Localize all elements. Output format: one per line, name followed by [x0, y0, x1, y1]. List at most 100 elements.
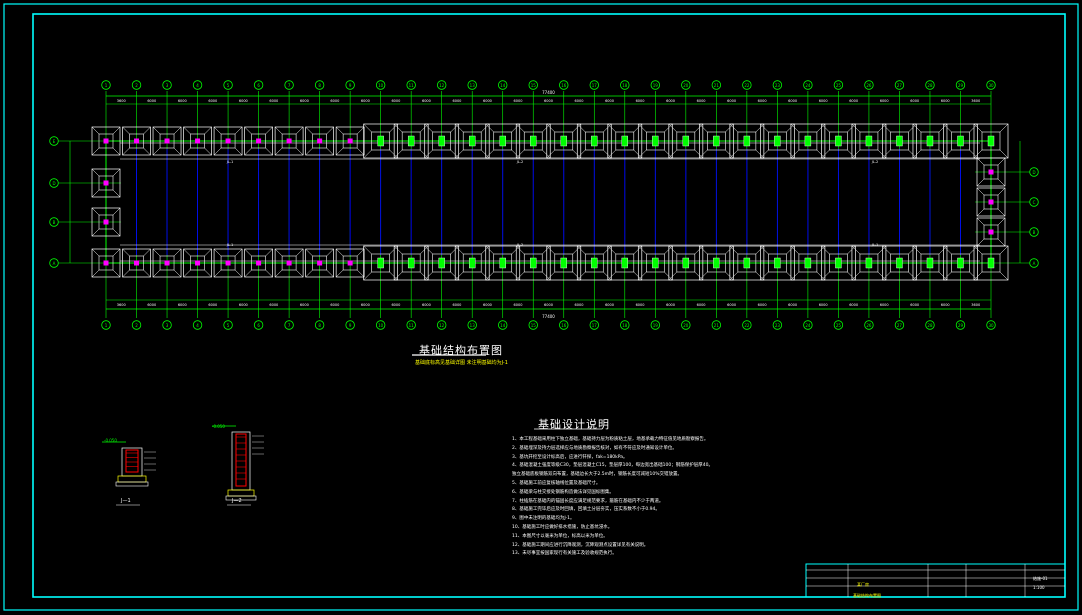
axis-bubble-top	[894, 80, 905, 90]
footing-slope	[516, 123, 525, 133]
axis-label-top: 29	[958, 83, 964, 88]
footing-slope	[265, 147, 273, 156]
footing-slope	[877, 245, 887, 255]
footing-slope	[882, 123, 891, 133]
footing-slope	[976, 217, 985, 226]
footing-slope	[938, 123, 948, 133]
footing-outline	[393, 123, 429, 159]
column-section	[743, 135, 751, 147]
footing-slope	[393, 271, 403, 281]
footing-slope	[389, 271, 398, 281]
footing-slope	[204, 269, 212, 278]
footing-pedestal	[159, 255, 175, 271]
footing-pedestal	[584, 253, 604, 273]
footing-outline	[821, 123, 856, 159]
rebar-cage	[125, 449, 139, 473]
axis-bubble-bottom	[833, 320, 844, 330]
bay-label-top: 6000	[849, 99, 858, 103]
axis-bubble-bottom	[589, 320, 599, 330]
column-section	[621, 135, 628, 147]
footing-slope	[511, 271, 520, 281]
footing-slope	[485, 123, 494, 133]
footing-pedestal	[98, 255, 114, 271]
footing-pedestal	[798, 131, 818, 151]
axis-label-top: 28	[927, 83, 933, 88]
footing-slope	[976, 178, 985, 187]
footing-slope	[760, 271, 769, 281]
axis-label-top: 12	[439, 83, 445, 88]
footing-outline	[637, 245, 673, 281]
bay-label-top: 6000	[391, 99, 400, 103]
footing-outline	[851, 245, 887, 281]
footing-slope	[122, 248, 130, 257]
column-section	[591, 135, 598, 147]
footing-slope	[204, 126, 212, 135]
axis-bubble-bottom	[803, 320, 813, 330]
footing-slope	[265, 269, 273, 278]
axis-label-bottom: 3	[166, 323, 169, 328]
footing-slope	[847, 149, 856, 159]
axis-label-top: 17	[592, 83, 598, 88]
bay-label-top: 6000	[819, 99, 828, 103]
axis-bubble-top	[345, 80, 355, 90]
footing-pedestal	[554, 131, 574, 151]
footing-outline	[393, 245, 429, 281]
column-section	[530, 257, 537, 269]
footing-outline	[424, 245, 460, 281]
bay-label-top: 6000	[178, 99, 187, 103]
footing-slope	[577, 149, 586, 159]
column-section	[438, 257, 445, 269]
bay-label-top: 3600	[971, 99, 980, 103]
footing-slope	[638, 149, 647, 159]
axis-label-top: 26	[866, 83, 872, 88]
column-section-small	[164, 260, 170, 266]
footing-slope	[976, 208, 985, 217]
footing-slope	[363, 245, 372, 255]
column-section	[591, 257, 598, 269]
footing-outline	[274, 126, 304, 156]
bay-label-bottom: 6000	[941, 303, 950, 307]
bay-label-bottom: 6000	[208, 303, 217, 307]
footing-slope	[943, 149, 952, 159]
axis-label-bottom: 20	[683, 323, 689, 328]
axis-label-bottom: 27	[897, 323, 903, 328]
footing-slope	[393, 123, 403, 133]
axis-label-top: 10	[378, 83, 384, 88]
footing-slope	[997, 187, 1006, 196]
axis-label-bottom: 28	[927, 323, 933, 328]
footing-slope	[976, 157, 985, 166]
footing-base	[117, 475, 147, 483]
footing-slope	[152, 126, 161, 135]
footing-pedestal	[462, 131, 482, 151]
footing-outline	[821, 245, 856, 281]
bay-label-top: 6000	[422, 99, 431, 103]
column-section-small	[347, 260, 353, 266]
footing-slope	[122, 147, 130, 156]
bay-label-bottom: 6000	[697, 303, 706, 307]
footing-slope	[424, 271, 433, 281]
tb-drawing-name: 基础结构布置图	[853, 593, 881, 598]
footing-base	[227, 489, 255, 497]
footing-pedestal	[312, 133, 327, 149]
footing-slope	[725, 149, 734, 159]
axis-label-top: 6	[257, 83, 260, 88]
note-line: 10、基础施工时应做好排水措施，防止基坑浸水。	[512, 524, 613, 530]
footing-outline	[335, 126, 365, 156]
footing-pedestal	[920, 131, 940, 151]
notes-title: 基础设计说明	[538, 418, 610, 431]
column-section	[865, 135, 873, 147]
footing-slope	[633, 123, 642, 133]
footing-slope	[908, 123, 917, 133]
blinding-layer	[115, 481, 149, 487]
axis-label-bottom: 17	[592, 323, 598, 328]
column-section	[865, 257, 873, 269]
footing-slope	[455, 245, 464, 255]
axis-bubble-bottom	[467, 320, 477, 330]
footing-slope	[999, 245, 1009, 255]
footing-slope	[851, 245, 861, 255]
column-section-small	[988, 169, 994, 175]
axis-bubble-bottom	[192, 320, 203, 330]
column-section	[926, 135, 934, 147]
footing-outline	[882, 245, 917, 281]
footing-outline	[91, 248, 121, 278]
